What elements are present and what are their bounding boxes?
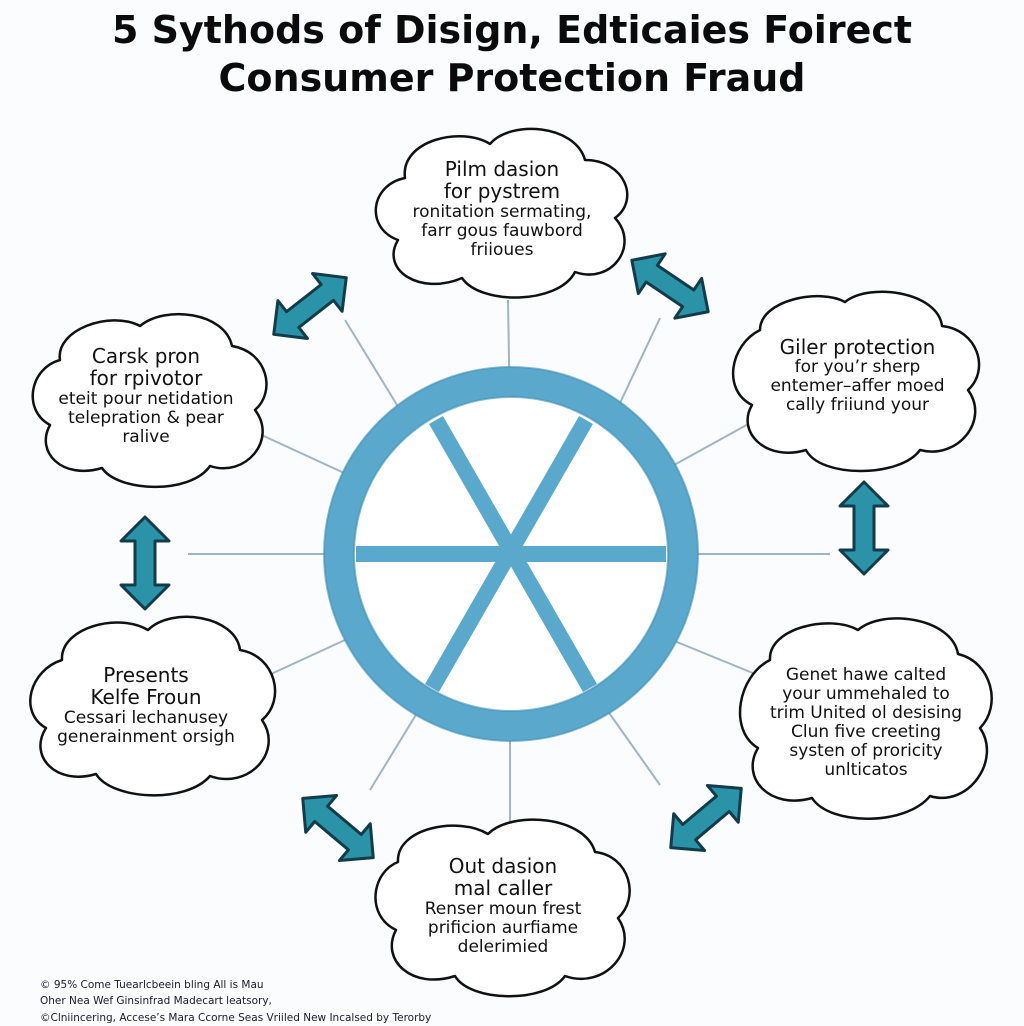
cloud-lower-right-body-3: trim United ol desising [769,703,963,724]
spoke-left [254,431,356,479]
cloud-lower-left-body-2: generainment orsigh [57,726,235,747]
cloud-bottom-body-2: prificion aurfiame [427,917,579,938]
cloud-left-heading-1: Carsk pron [91,344,201,368]
footer-line-3: ©Clniincering, Accese’s Mara Ccorne Seas… [40,1011,432,1024]
cloud-top-heading-2: for pystrem [443,179,561,204]
cloud-lower-left [29,615,277,797]
cloud-right-text: Giler protection for you’r sherp entemer… [745,336,970,415]
cloud-top [374,127,629,299]
footer-line-2: Oher Nea Wef Ginsinfrad Madecart leatsor… [40,995,272,1008]
cloud-bottom [374,818,631,998]
cloud-right-body-2: entemer–affer moed [770,376,945,397]
double-arrow-icon-left [119,515,171,611]
spoke-lower-right [671,639,761,677]
double-arrow-icon-top-right [616,238,724,334]
cloud-top-heading-1: Pilm dasion [444,157,560,181]
cloud-bottom-body-3: delerimied [457,936,549,957]
clouds [29,127,993,998]
wheel-icon [323,366,699,742]
cloud-left-text: Carsk pron for rpivotor eteit pour netid… [36,345,256,447]
cloud-right-body-1: for you’r sherp [794,357,921,378]
double-arrow-icon-bottom-left [285,778,391,878]
cloud-lower-left-heading-1: Presents [103,663,189,687]
cloud-lower-right-body-5: systen of proricity [789,741,943,762]
cloud-bottom-body-1: Renser moun frest [424,898,582,919]
cloud-right [731,290,981,473]
cloud-bottom-heading-2: mal caller [453,876,553,901]
double-arrow-icon-bottom-right [653,768,759,868]
double-arrow-icon-top-left [257,257,363,355]
cloud-lower-left-body-1: Cessari lechanusey [63,707,229,728]
spoke-right [664,421,753,471]
cloud-lower-right [738,617,993,820]
cloud-lower-left-heading-2: Kelfe Froun [90,685,202,710]
footer-credits: © 95% Come Tuearlcbeein bling All is Mau… [40,977,740,1026]
cloud-left-body-2: telepration & pear [68,407,224,428]
spoke-bottom-right [599,699,661,786]
title-line-1: 5 Sythods of Disign, Edticaies Foirect [111,8,913,52]
cloud-top-body-1: ronitation sermating, [412,201,592,222]
cloud-lower-left-text: Presents Kelfe Froun Cessari lechanusey … [36,664,256,747]
cloud-bottom-text: Out dasion mal caller Renser moun frest … [388,855,618,957]
cloud-left-heading-2: for rpivotor [89,366,203,391]
cloud-lower-right-text: Genet hawe calted your ummehaled to trim… [752,665,980,781]
cloud-top-text: Pilm dasion for pystrem ronitation serma… [392,158,612,260]
cloud-lower-right-body-6: unlticatos [824,760,908,781]
cloud-lower-right-body-1: Genet hawe calted [785,665,947,685]
title-line-2: Consumer Protection Fraud [218,56,806,100]
cloud-left-body-1: eteit pour netidation [58,388,234,409]
cloud-lower-right-body-4: Clun five creeting [790,722,941,743]
footer-line-1: © 95% Come Tuearlcbeein bling All is Mau [40,979,264,991]
cloud-lower-right-body-2: your ummehaled to [782,684,950,705]
cloud-bottom-heading-1: Out dasion [448,854,558,878]
cloud-right-heading-1: Giler protection [779,335,936,359]
spoke-top-left [344,319,406,419]
cloud-left [31,313,268,489]
cloud-top-body-3: friioues [470,239,534,260]
double-arrow-icon-right [838,480,890,576]
cloud-right-body-3: cally friiund your [785,395,930,416]
cloud-left-body-3: ralive [122,426,170,447]
cloud-top-body-2: farr gous fauwbord [421,220,583,241]
